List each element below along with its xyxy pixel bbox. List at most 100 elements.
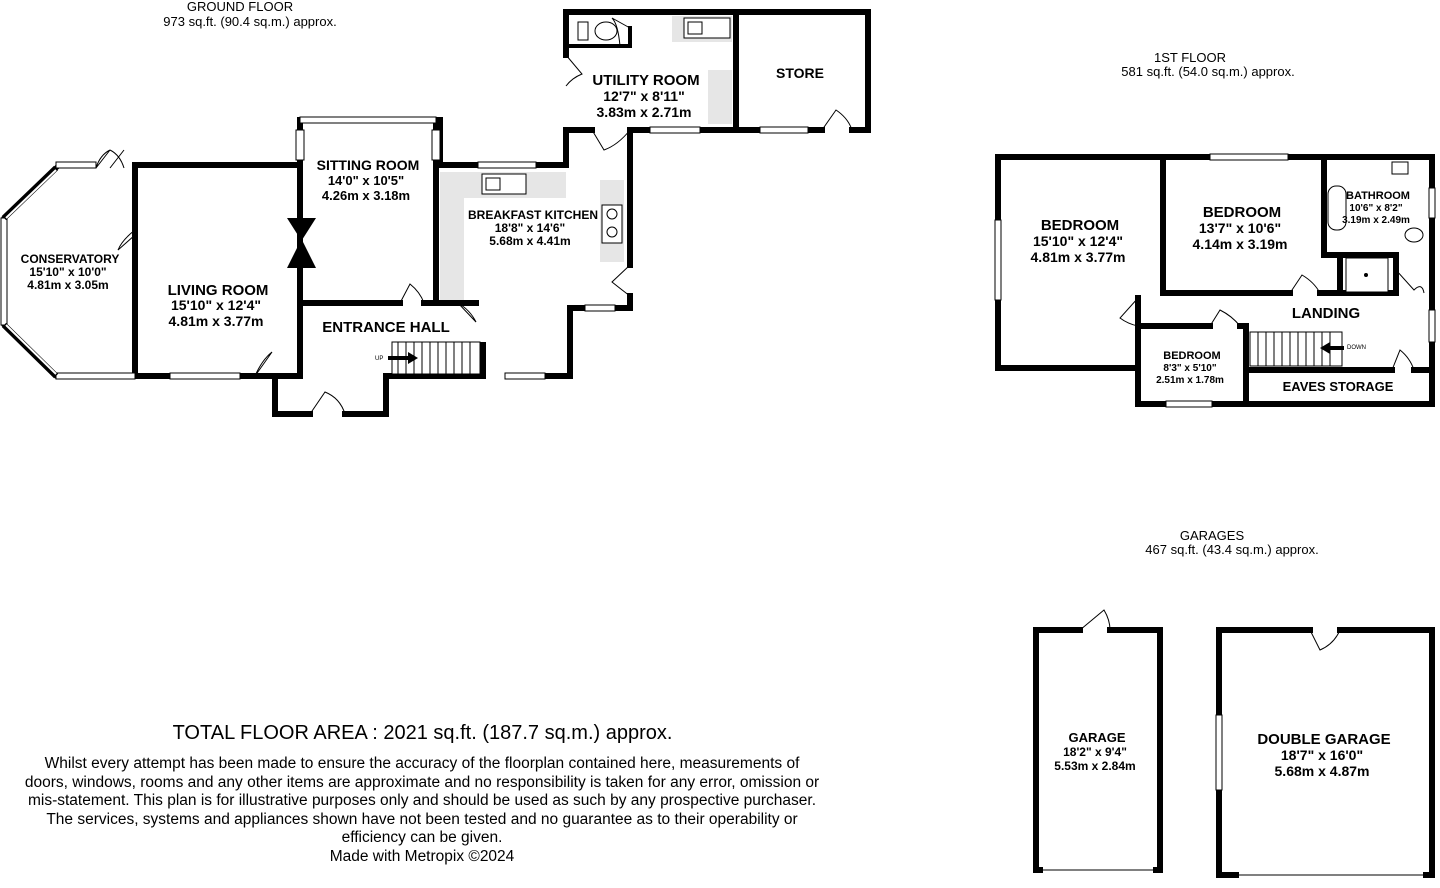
bedroom-2-metric: 4.14m x 3.19m [1193, 236, 1288, 252]
window [584, 304, 616, 312]
window [1209, 153, 1289, 161]
utility-sink-bowl [687, 21, 703, 35]
garages: GARAGES 467 sq.ft. (43.4 sq.m.) approx. … [1033, 528, 1435, 878]
door [1209, 309, 1241, 327]
entrance-hall-walls [252, 373, 486, 417]
living-room-imperial: 15'10" x 12'4" [171, 297, 261, 313]
basin-icon [1391, 161, 1409, 175]
window [1165, 400, 1213, 408]
ground-floor-title: GROUND FLOOR [187, 0, 293, 14]
hob-ring-icon [606, 226, 618, 238]
living-room-walls [132, 162, 303, 379]
bedroom-3-metric: 2.51m x 1.78m [1156, 375, 1224, 386]
wc-door [611, 17, 631, 47]
stairs-up-icon [388, 341, 481, 375]
garages-title: GARAGES [1180, 528, 1245, 543]
front-door [309, 391, 346, 415]
garage-label: GARAGE [1068, 730, 1125, 745]
window [55, 372, 136, 380]
bathroom-imperial: 10'6" x 8'2" [1349, 203, 1402, 214]
bedroom-2-imperial: 13'7" x 10'6" [1199, 220, 1281, 236]
utility-worktop-side [708, 70, 732, 124]
utility-room-metric: 3.83m x 2.71m [597, 104, 692, 120]
stair-up-label: UP [375, 356, 383, 362]
eaves-storage-label: EAVES STORAGE [1283, 379, 1394, 394]
bedroom-3-imperial: 8'3" x 5'10" [1163, 363, 1216, 374]
living-room-label: LIVING ROOM [168, 282, 269, 299]
bedroom-1-imperial: 15'10" x 12'4" [1033, 233, 1123, 249]
disclaimer: Whilst every attempt has been made to en… [22, 755, 822, 866]
first-floor-area: 581 sq.ft. (54.0 sq.m.) approx. [1121, 64, 1294, 79]
conservatory-metric: 4.81m x 3.05m [27, 278, 108, 292]
window [504, 372, 546, 380]
utility-room-label: UTILITY ROOM [592, 72, 699, 89]
french-doors [95, 149, 125, 169]
bath-icon [1327, 185, 1347, 231]
garage-side-door [1079, 609, 1111, 631]
sitting-room-imperial: 14'0" x 10'5" [328, 173, 404, 188]
bathroom-metric: 3.19m x 2.49m [1342, 215, 1410, 226]
door [591, 129, 631, 151]
fireplace-icon [287, 218, 316, 268]
total-floor-area: TOTAL FLOOR AREA : 2021 sq.ft. (187.7 sq… [172, 722, 673, 744]
landing-label: LANDING [1292, 305, 1360, 322]
window [759, 126, 809, 134]
window [295, 129, 305, 161]
kitchen-sink-bowl [485, 177, 501, 191]
door [1119, 297, 1139, 327]
window [431, 129, 441, 161]
wc-cistern-icon [577, 21, 589, 41]
window [55, 161, 97, 169]
hob-ring-icon [606, 208, 618, 220]
garages-area: 467 sq.ft. (43.4 sq.m.) approx. [1145, 542, 1318, 557]
garage-walls [1033, 627, 1163, 873]
garage-imperial: 18'2" x 9'4" [1063, 745, 1127, 759]
utility-room-imperial: 12'7" x 8'11" [603, 88, 684, 104]
door [457, 302, 477, 323]
kitchen-worktop-side [440, 198, 464, 300]
door [1395, 269, 1425, 294]
bedroom-1-metric: 4.81m x 3.77m [1031, 249, 1126, 265]
kitchen-label: BREAKFAST KITCHEN [468, 208, 598, 222]
ground-floor: GROUND FLOOR 973 sq.ft. (90.4 sq.m.) app… [0, 0, 871, 417]
window [649, 126, 701, 134]
bedroom-3-label: BEDROOM [1163, 350, 1220, 362]
door [821, 109, 853, 131]
conservatory-imperial: 15'10" x 10'0" [29, 265, 106, 279]
double-garage-label: DOUBLE GARAGE [1257, 731, 1390, 748]
bedroom-1-label: BEDROOM [1041, 217, 1119, 234]
wc-icon [1404, 227, 1424, 243]
door [1391, 349, 1415, 371]
sitting-room-label: SITTING ROOM [317, 157, 420, 173]
sitting-room-metric: 4.26m x 3.18m [322, 188, 410, 203]
bedroom-2-label: BEDROOM [1203, 204, 1281, 221]
ground-floor-area: 973 sq.ft. (90.4 sq.m.) approx. [163, 14, 336, 29]
garage-metric: 5.53m x 2.84m [1054, 759, 1135, 773]
door [254, 351, 273, 377]
window [0, 217, 8, 326]
window [1428, 187, 1436, 219]
kitchen-metric: 5.68m x 4.41m [489, 234, 570, 248]
door [117, 229, 136, 251]
window [994, 219, 1002, 301]
kitchen-imperial: 18'8" x 14'6" [495, 221, 565, 235]
double-garage-side-door [1309, 629, 1341, 651]
first-floor-walls [995, 154, 1435, 407]
conservatory-glazing [1, 322, 59, 379]
door [611, 264, 631, 297]
disclaimer-text: Whilst every attempt has been made to en… [24, 755, 820, 846]
credit-text: Made with Metropix ©2024 [329, 847, 515, 865]
first-floor: 1ST FLOOR 581 sq.ft. (54.0 sq.m.) approx… [994, 50, 1436, 408]
double-garage-imperial: 18'7" x 16'0" [1281, 747, 1363, 763]
window [1215, 714, 1223, 791]
double-garage-metric: 5.68m x 4.87m [1275, 763, 1370, 779]
shower-icon [1345, 257, 1389, 293]
living-room-metric: 4.81m x 3.77m [169, 313, 264, 329]
wc-wall [564, 26, 632, 48]
stairs-down-icon [1249, 331, 1344, 367]
door [399, 283, 425, 304]
stair-down-label: DOWN [1347, 345, 1366, 351]
door [565, 54, 583, 87]
wc-icon [594, 21, 618, 41]
